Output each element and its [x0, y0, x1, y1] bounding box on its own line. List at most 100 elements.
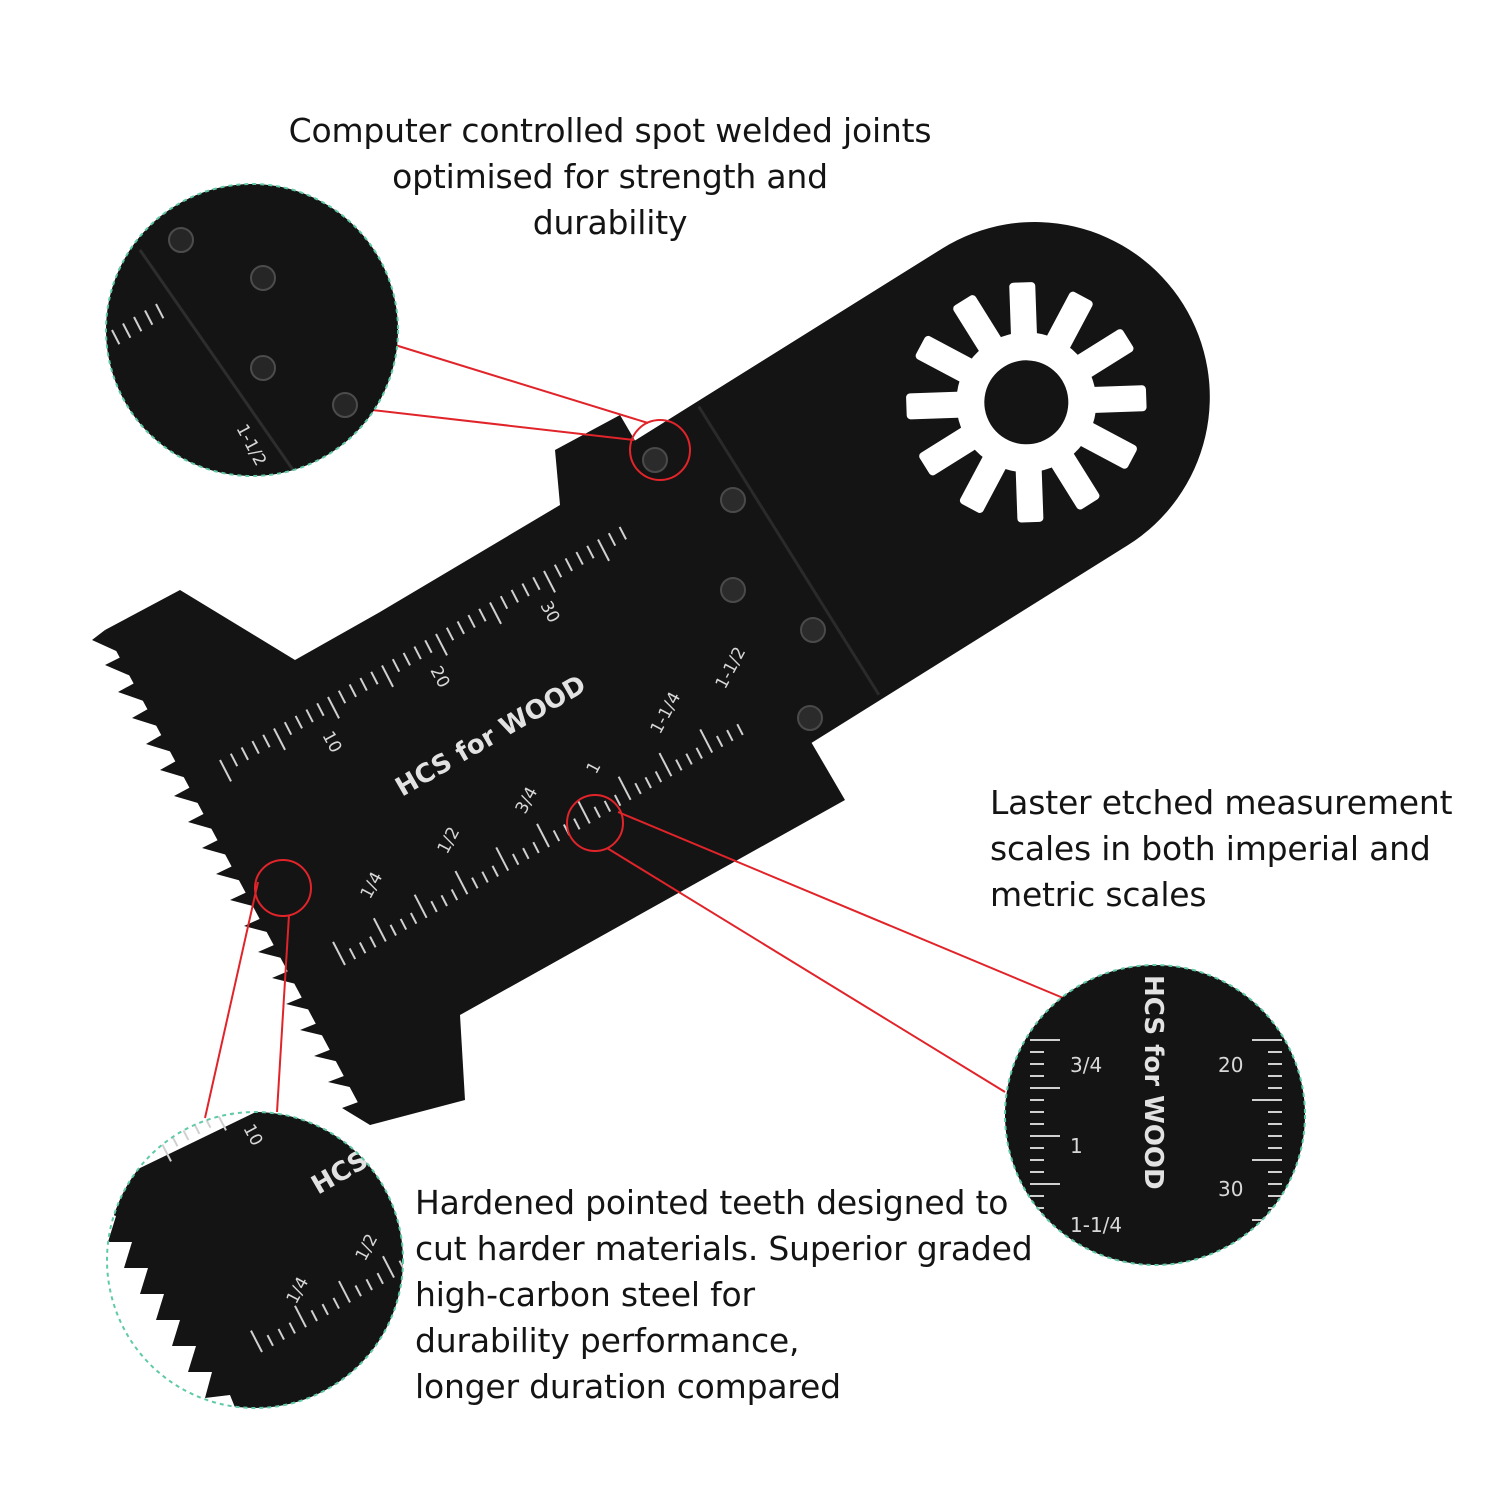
scale-tick [644, 776, 652, 789]
scale-tick [250, 1330, 263, 1353]
scale-tick [445, 627, 455, 641]
zoom-imperial-label: 1-1/4 [1070, 1213, 1122, 1237]
scale-tick [398, 1260, 403, 1272]
spot-welds [642, 447, 826, 731]
scale-tick [675, 759, 683, 771]
scale-tick [440, 894, 448, 907]
mount-hole-icon [906, 282, 1147, 523]
scale-tick [389, 924, 397, 936]
scale-tick [491, 865, 499, 877]
scale-tick [603, 800, 612, 813]
weld-dot [800, 617, 826, 643]
scale-tick [365, 1278, 373, 1291]
scale-tick [456, 620, 465, 635]
scale-tick [658, 752, 673, 777]
scale-tick [332, 1297, 340, 1310]
caption-line: Laster etched measurement [990, 783, 1453, 822]
scale-tick [370, 671, 379, 685]
caption-line: Hardened pointed teeth designed to [415, 1183, 1009, 1222]
caption-line: high-carbon steel for [415, 1275, 755, 1314]
weld-dot [720, 487, 746, 513]
scale-tick [424, 639, 433, 654]
zoom-metric-label: 20 [1218, 1053, 1243, 1077]
scale-tick [552, 829, 561, 842]
scale-tick [450, 888, 459, 901]
scale-tick [294, 715, 303, 729]
scale-tick [699, 729, 714, 754]
scale-tick [522, 847, 530, 860]
caption-line: optimised for strength and [392, 157, 828, 196]
scale-tick [338, 1280, 351, 1303]
scale-tick [481, 871, 489, 883]
zoom-scale-brand: HCS for WOOD [1138, 975, 1168, 1190]
zoom-metric-label: 30 [1218, 1177, 1243, 1201]
scale-tick [467, 614, 476, 629]
scale-tick [511, 853, 520, 866]
scale-tick [654, 770, 663, 783]
caption-line: cut harder materials. Superior graded [415, 1229, 1033, 1268]
callout-ring-teeth [254, 859, 312, 917]
scale-tick [495, 847, 510, 872]
caption-hardened-teeth: Hardened pointed teeth designed to cut h… [415, 1180, 1033, 1410]
scale-tick [337, 690, 347, 704]
scale-tick [478, 608, 487, 622]
scale-tick [613, 794, 622, 807]
scale-tick [240, 746, 249, 761]
saw-blade: HCS for WOOD 10 20 30 1/4 1/2 3/4 1 1-1/… [92, 222, 1210, 1125]
scale-tick [369, 936, 377, 948]
scale-tick [536, 823, 550, 848]
scale-tick [575, 551, 584, 566]
scale-tick [532, 576, 541, 591]
scale-tick [399, 918, 408, 931]
caption-line: durability performance, [415, 1321, 800, 1360]
scale-tick [288, 1322, 296, 1334]
callouts [204, 344, 1069, 1119]
scale-tick [321, 1303, 329, 1316]
scale-tick [294, 1305, 307, 1328]
scale-tick [510, 589, 519, 603]
weld-dot [720, 577, 746, 603]
scale-tick [726, 729, 734, 742]
scale-tick [354, 1285, 362, 1297]
scale-tick [617, 776, 632, 801]
scale-tick [251, 740, 260, 755]
caption-spot-welds: Computer controlled spot welded joints o… [270, 108, 950, 246]
caption-line: Computer controlled spot welded joints [288, 111, 932, 150]
scale-tick [277, 1328, 285, 1341]
scale-tick [553, 564, 563, 578]
callout-ring-scale [566, 794, 624, 852]
scale-tick [122, 323, 132, 339]
scale-tick [248, 1090, 254, 1102]
scale-tick [214, 1112, 227, 1131]
scale-tick [409, 912, 418, 925]
scale-tick [564, 557, 573, 572]
saw-teeth [92, 630, 400, 1125]
scale-tick [736, 723, 744, 736]
scale-tick [155, 303, 165, 319]
scale-tick [430, 900, 438, 913]
scale-tick [192, 1120, 201, 1135]
zoom-scale: HCS for WOOD 3/4 1 1-1/4 20 30 [1004, 964, 1306, 1266]
scale-tick [593, 806, 601, 818]
scale-tick [573, 818, 581, 830]
scale-tick [144, 310, 154, 326]
scale-tick [521, 583, 530, 597]
scale-tick [543, 570, 556, 593]
scale-tick [576, 799, 591, 824]
scale-tick [229, 753, 239, 767]
weld-dot [797, 705, 823, 731]
scale-tick [381, 665, 394, 688]
zoom-imperial-label: 1 [1070, 1134, 1083, 1158]
scale-tick [111, 329, 121, 345]
scale-tick [259, 1084, 265, 1096]
callout-ring-welds [629, 419, 691, 481]
scale-tick [607, 532, 617, 547]
scale-tick [262, 734, 271, 748]
scale-tick [435, 633, 448, 656]
scale-tick [266, 1334, 274, 1347]
scale-tick [348, 947, 357, 960]
scale-tick [586, 545, 595, 559]
scale-tick [685, 753, 693, 765]
scale-tick [219, 759, 232, 782]
scale-tick [413, 894, 428, 919]
